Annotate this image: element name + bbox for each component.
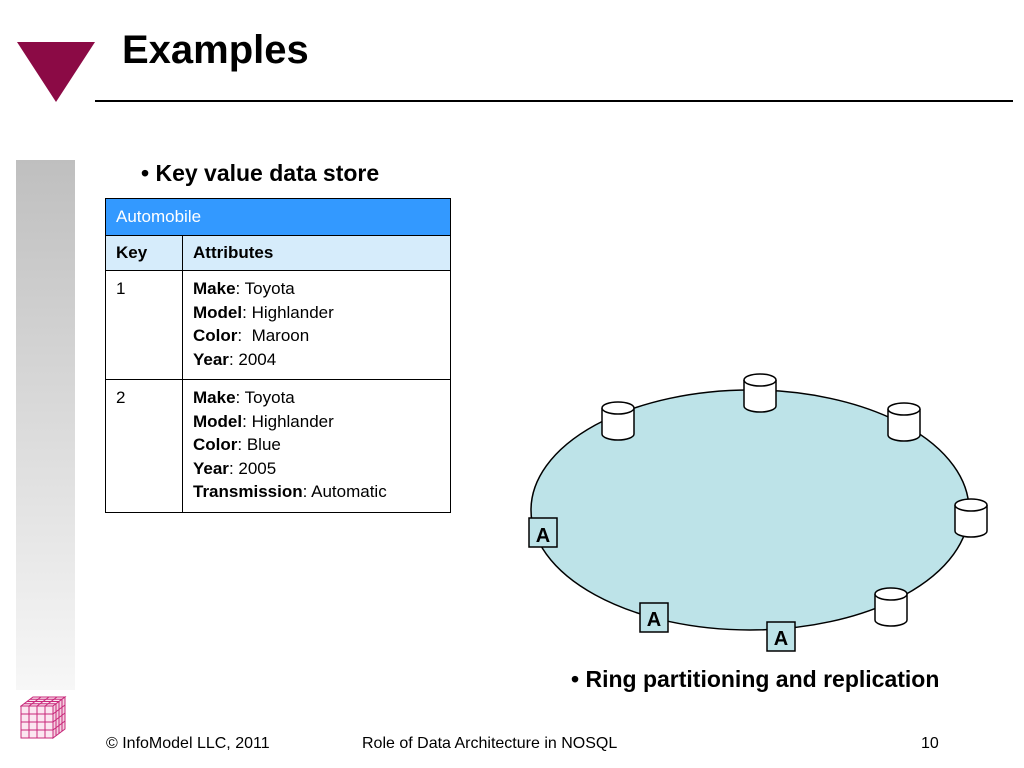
replica-label: A — [536, 525, 550, 547]
attribute-line: Year: 2005 — [193, 457, 440, 481]
replica-node: A — [528, 517, 558, 548]
bullet-ring-partitioning: • Ring partitioning and replication — [571, 665, 939, 693]
footer-copyright: © InfoModel LLC, 2011 — [106, 735, 270, 752]
attribute-line: Color: Blue — [193, 433, 440, 457]
replica-label: A — [774, 628, 788, 650]
node-cylinder-icon — [743, 373, 777, 413]
table-row: 1 Make: Toyota Model: Highlander Color: … — [105, 270, 451, 380]
triangle-logo-icon — [17, 42, 95, 102]
row-attributes: Make: Toyota Model: Highlander Color: Bl… — [182, 379, 451, 513]
column-header-key: Key — [105, 235, 183, 271]
attribute-value: Toyota — [244, 388, 295, 407]
attribute-separator: : — [228, 458, 239, 478]
bullet-key-value: • Key value data store — [141, 159, 379, 187]
row-key: 1 — [105, 270, 183, 380]
node-cylinder-icon — [874, 587, 908, 627]
bullet-icon: • — [571, 666, 586, 692]
title-divider — [95, 100, 1013, 102]
attribute-separator: : — [235, 388, 245, 407]
node-cylinder-icon — [601, 401, 635, 441]
attribute-value: Blue — [246, 435, 281, 454]
attribute-line: Year: 2004 — [193, 348, 440, 372]
footer-presentation-title: Role of Data Architecture in NOSQL — [362, 735, 618, 752]
ring-diagram: A A A — [528, 373, 988, 652]
table-title-row: Automobile — [105, 198, 451, 236]
slide-title: Examples — [122, 28, 309, 72]
attribute-line: Color: Maroon — [193, 324, 440, 348]
attribute-name: Model — [193, 302, 243, 322]
replica-node: A — [639, 602, 669, 633]
node-cylinder-icon — [887, 402, 921, 442]
attribute-separator: : — [302, 482, 312, 501]
replica-node: A — [766, 621, 796, 652]
attribute-name: Color — [193, 326, 238, 345]
replica-label: A — [647, 609, 661, 631]
attribute-name: Model — [193, 411, 243, 431]
attribute-name: Make — [193, 279, 236, 298]
table-title: Automobile — [105, 198, 451, 236]
attribute-name: Year — [193, 349, 229, 369]
attribute-name: Color — [193, 435, 238, 454]
row-key: 2 — [105, 379, 183, 513]
attribute-separator: : — [228, 349, 239, 369]
footer-page-number: 10 — [921, 735, 939, 752]
table-row: 2 Make: Toyota Model: Highlander Color: … — [105, 379, 451, 513]
row-attributes: Make: Toyota Model: Highlander Color: Ma… — [182, 270, 451, 380]
attribute-name: Make — [193, 388, 236, 407]
attribute-name: Year — [193, 458, 229, 478]
bullet-ring-partitioning-text: Ring partitioning and replication — [585, 666, 940, 692]
attribute-value: Highlander — [251, 411, 334, 431]
attribute-value: 2005 — [238, 458, 277, 478]
attribute-line: Make: Toyota — [193, 386, 440, 410]
side-gradient-bar — [16, 160, 75, 690]
attribute-value: Maroon — [251, 326, 310, 345]
attribute-line: Make: Toyota — [193, 277, 440, 301]
attribute-separator: : — [237, 326, 252, 345]
attribute-value: Automatic — [311, 482, 387, 501]
table-header-row: Key Attributes — [105, 235, 451, 271]
cube-logo-icon — [20, 696, 67, 739]
attribute-line: Model: Highlander — [193, 410, 440, 434]
attribute-separator: : — [237, 435, 247, 454]
bullet-key-value-text: Key value data store — [155, 160, 380, 186]
attribute-separator: : — [242, 302, 252, 322]
node-cylinder-icon — [954, 498, 988, 538]
attribute-separator: : — [235, 279, 245, 298]
attribute-line: Transmission: Automatic — [193, 480, 440, 504]
column-header-attributes: Attributes — [182, 235, 451, 271]
attribute-line: Model: Highlander — [193, 301, 440, 325]
attribute-name: Transmission — [193, 482, 303, 501]
attribute-value: Highlander — [251, 302, 334, 322]
attribute-value: Toyota — [244, 279, 295, 298]
bullet-icon: • — [141, 160, 156, 186]
automobile-table: Automobile Key Attributes 1 Make: Toyota… — [105, 198, 451, 513]
attribute-separator: : — [242, 411, 252, 431]
attribute-value: 2004 — [238, 349, 277, 369]
